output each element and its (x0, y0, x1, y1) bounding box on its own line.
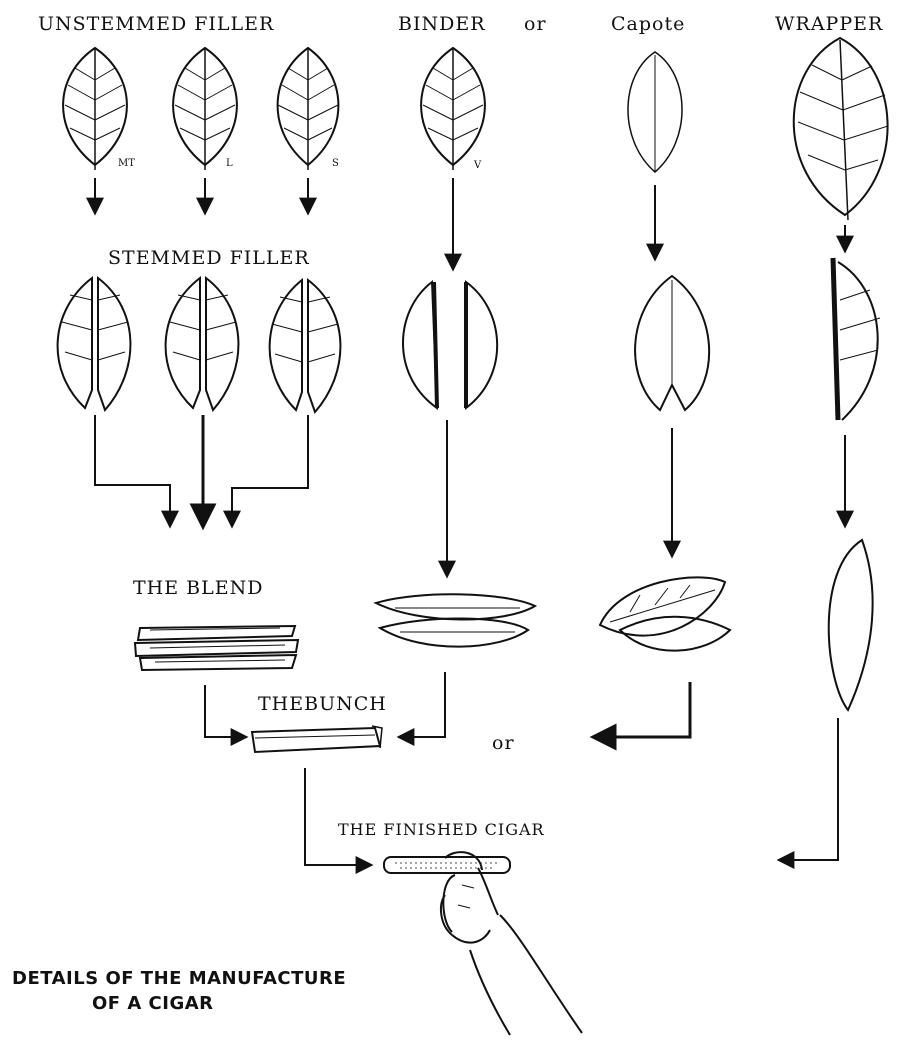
wrapper-trimmed-leaf-icon (829, 540, 873, 710)
label-unstemmed-filler: UNSTEMMED FILLER (38, 13, 274, 35)
label-the-bunch: THEBUNCH (258, 693, 387, 715)
binder-leaf-icon (421, 48, 485, 170)
binder-split-leaf-icon (403, 282, 497, 408)
leaf-mark-s: S (332, 158, 339, 169)
caption-line-2: OF A CIGAR (92, 993, 214, 1014)
finished-cigar-icon (384, 857, 510, 873)
label-binder: BINDER (398, 13, 486, 35)
arrow-binder-to-bunch (400, 672, 445, 737)
stemmed-leaf-3-icon (270, 280, 341, 412)
blend-stack-icon (135, 626, 298, 670)
wrapper-leaf-icon (794, 38, 888, 220)
arrow-blend-to-bunch (205, 685, 245, 737)
label-capote: Capote (611, 13, 685, 35)
leaf-mark-mt: MT (118, 158, 135, 169)
label-finished-cigar: THE FINISHED CIGAR (338, 820, 545, 839)
unstemmed-leaf-mt-icon (63, 48, 127, 170)
arrow-capote-to-bunch (595, 682, 690, 737)
arrow-bunch-to-cigar (305, 768, 370, 865)
leaf-mark-l: L (226, 158, 233, 169)
label-stemmed-filler: STEMMED FILLER (108, 247, 310, 269)
label-or-middle: or (492, 732, 515, 754)
label-wrapper: WRAPPER (775, 13, 883, 35)
unstemmed-leaf-s-icon (278, 48, 339, 170)
hand-holding-cigar-icon (441, 852, 582, 1035)
wrapper-stemmed-leaf-icon (833, 258, 880, 420)
capote-pair-icon (600, 577, 730, 650)
capote-trimmed-leaf-icon (635, 276, 709, 410)
bunch-icon (252, 726, 382, 752)
arrow-stemmed-3-to-blend (232, 415, 308, 525)
stemmed-leaf-1-icon (58, 278, 131, 410)
caption-line-1: DETAILS OF THE MANUFACTURE (12, 968, 346, 989)
label-or-top: or (524, 13, 547, 35)
arrow-stemmed-1-to-blend (95, 415, 170, 525)
unstemmed-leaf-l-icon (173, 48, 237, 170)
capote-leaf-icon (628, 52, 682, 172)
arrow-wrapper-to-cigar (780, 718, 838, 860)
label-the-blend: THE BLEND (133, 577, 263, 599)
stemmed-leaf-2-icon (166, 278, 239, 410)
leaf-mark-v: V (474, 160, 481, 171)
binder-pair-icon (376, 594, 535, 646)
